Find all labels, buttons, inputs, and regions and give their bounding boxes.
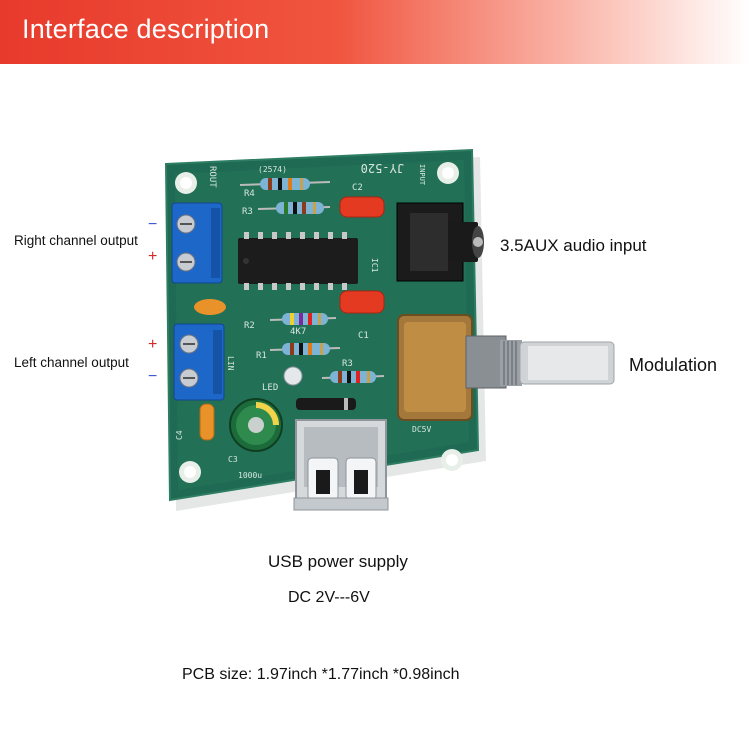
left-minus-marker: −: [148, 368, 158, 385]
silk-r2-val: 4K7: [290, 327, 306, 337]
silk-r4: R4: [244, 189, 255, 199]
silk-r4-val: (2574): [258, 165, 287, 174]
capacitor-c2: [339, 196, 385, 218]
audio-jack: [396, 202, 484, 282]
silk-led: LED: [262, 383, 278, 393]
silk-r1: R1: [256, 351, 267, 361]
silk-lin: LIN: [226, 356, 235, 371]
left-channel-terminal: [173, 323, 225, 401]
silk-c3: C3: [228, 455, 238, 464]
modulation-label: Modulation: [629, 355, 718, 375]
diode: [296, 398, 356, 410]
silk-r3: R3: [342, 359, 353, 369]
right-channel-terminal: [171, 202, 223, 284]
ic-chip: [238, 232, 358, 290]
capacitor-c1: [339, 290, 385, 314]
aux-input-label: 3.5AUX audio input: [500, 236, 647, 255]
resistor-r2: [269, 313, 337, 325]
capacitor-c4: [199, 403, 215, 441]
right-channel-label: Right channel output: [14, 233, 138, 248]
usb-port: [293, 419, 389, 511]
silk-input: INPUT: [418, 164, 426, 186]
resistor-r3: [321, 371, 385, 383]
right-minus-marker: −: [148, 216, 158, 233]
right-plus-marker: +: [148, 248, 158, 265]
electrolytic-capacitor-c3: [229, 398, 283, 452]
resistor-r4: [239, 178, 331, 190]
potentiometer: [397, 314, 615, 421]
silk-c2: C2: [352, 183, 363, 193]
mounting-holes: [175, 162, 463, 483]
led: [283, 366, 303, 386]
resistor-r1: [269, 343, 341, 355]
silk-c1: C1: [358, 331, 369, 341]
silk-rout: ROUT: [207, 166, 217, 188]
silk-c4: C4: [175, 430, 184, 440]
silk-r2: R2: [244, 321, 255, 331]
silk-c3-val: 1000u: [238, 471, 262, 480]
banner-title: Interface description: [22, 14, 270, 44]
dc-range-label: DC 2V---6V: [288, 589, 370, 606]
usb-power-label: USB power supply: [268, 552, 408, 571]
resistor-r3-top: [257, 202, 331, 214]
capacitor-orange: [194, 299, 226, 315]
silk-dc5v: DC5V: [412, 425, 431, 434]
silk-r3-top: R3: [242, 207, 253, 217]
left-plus-marker: +: [148, 336, 158, 353]
left-channel-label: Left channel output: [14, 355, 129, 370]
silk-ic1: IC1: [370, 258, 379, 273]
silk-board-id: JY-520: [361, 161, 404, 175]
header-banner: Interface description: [0, 0, 750, 64]
pcb-size-label: PCB size: 1.97inch *1.77inch *0.98inch: [182, 666, 460, 683]
